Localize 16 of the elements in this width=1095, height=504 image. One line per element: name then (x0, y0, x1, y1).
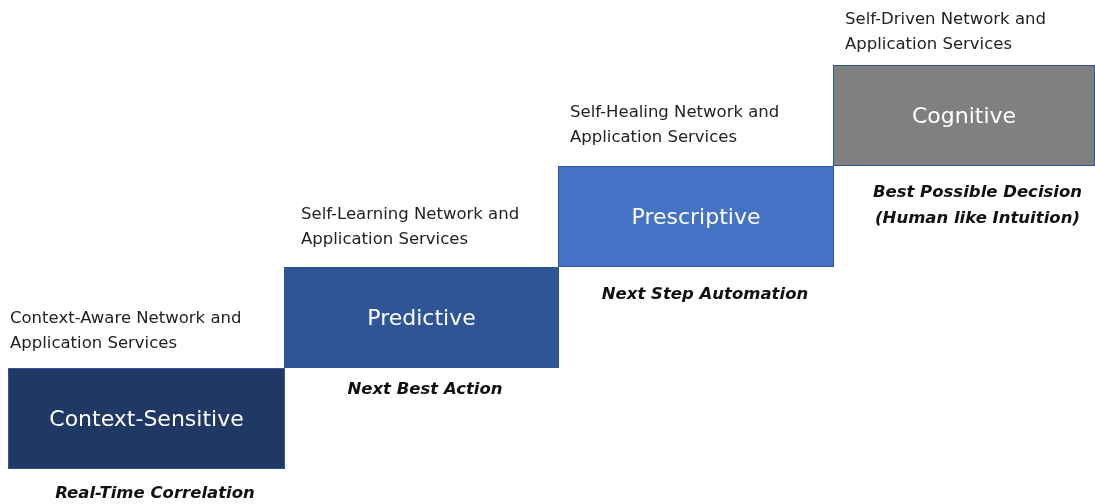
step-description: Self-Driven Network and Application Services (845, 8, 1047, 55)
step-caption: Next Best Action (346, 378, 504, 400)
step-description: Context-Aware Network and Application Services (10, 307, 243, 354)
step-box (558, 166, 834, 267)
step-caption: Real-Time Correlation (54, 482, 256, 504)
step-box (284, 267, 559, 368)
step-caption: Next Step Automation (600, 283, 810, 305)
step-caption: Best Possible Decision (Human like Intuition) (871, 181, 1084, 229)
step-label: Cognitive (911, 103, 1017, 128)
step-box (8, 368, 285, 469)
step-label: Predictive (367, 305, 476, 330)
step-label: Context-Sensitive (49, 406, 244, 431)
step-description: Self-Learning Network and Application Services (301, 203, 521, 250)
step-label: Prescriptive (631, 204, 761, 229)
step-description: Self-Healing Network and Application Services (570, 101, 781, 148)
step-box (833, 65, 1095, 166)
